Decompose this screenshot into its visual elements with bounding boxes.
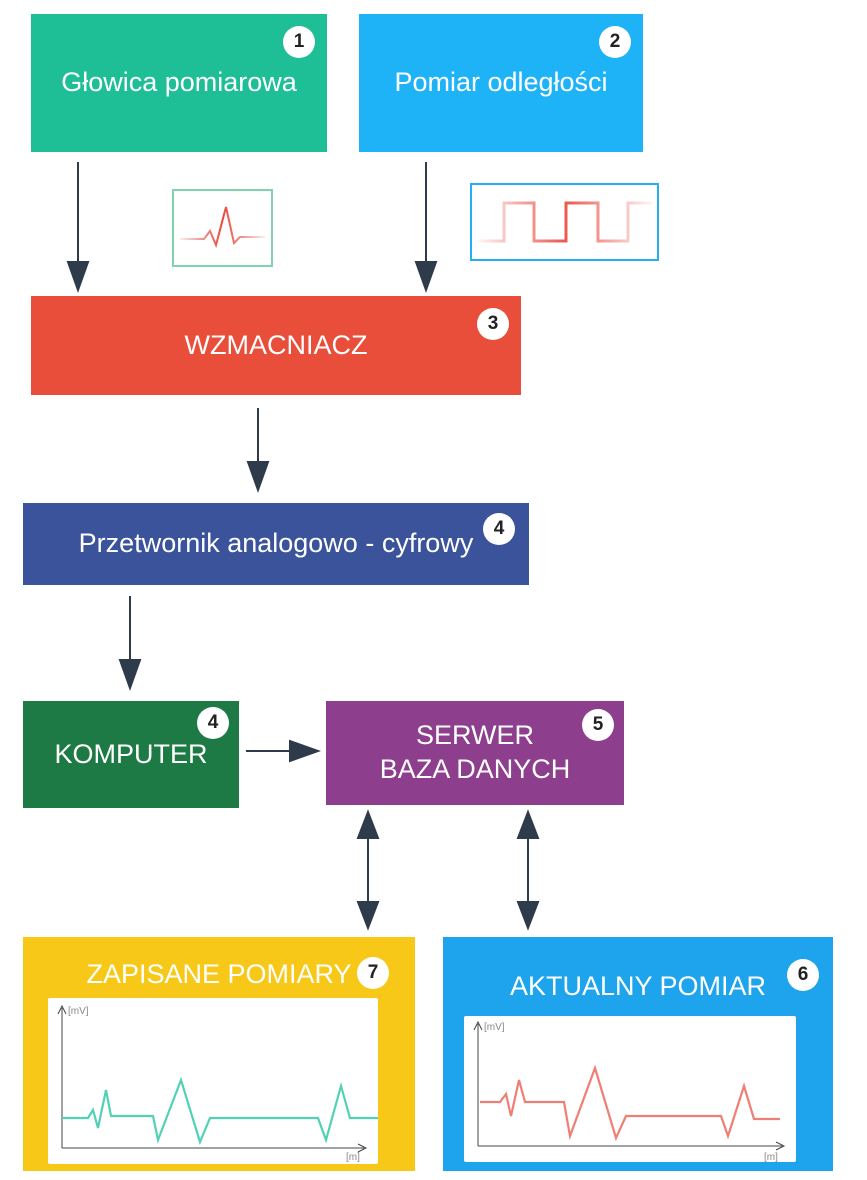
y-axis-arrow (473, 1020, 483, 1031)
saved-signal-line (62, 1076, 378, 1146)
number-badge: 5 (582, 709, 614, 741)
number-badge: 7 (357, 957, 389, 989)
arrow-2-to-3 (414, 162, 438, 293)
number-badge: 2 (599, 26, 631, 58)
number-badge: 3 (477, 308, 509, 340)
spike-signal-icon (180, 206, 265, 249)
x-axis-label: [m] (346, 1152, 360, 1163)
node-label-line2: BAZA DANYCH (379, 754, 571, 784)
square-signal-thumbnail (470, 183, 659, 261)
node-serwer-baza-danych: SERWER BAZA DANYCH 5 (326, 701, 624, 805)
saved-signal-plot: [mV] [m] (57, 1004, 378, 1163)
node-aktualny-pomiar: AKTUALNY POMIAR 6 [mV] [m] (443, 937, 833, 1171)
node-wzmacniacz: WZMACNIACZ 3 (31, 296, 521, 395)
node-label-line1: SERWER (415, 720, 534, 751)
node-label: SERWER BAZA DANYCH (380, 719, 571, 787)
arrow-komputer-to-serwer (246, 739, 321, 763)
node-glowica-pomiarowa: Głowica pomiarowa 1 (31, 14, 327, 152)
square-wave-icon (478, 201, 652, 243)
y-axis-label: [mV] (68, 1006, 89, 1017)
node-label: AKTUALNY POMIAR (509, 971, 767, 1001)
arrow-1-to-3 (66, 162, 90, 293)
node-label: WZMACNIACZ (184, 329, 368, 360)
number-badge: 4 (197, 707, 229, 739)
node-przetwornik: Przetwornik analogowo - cyfrowy 4 (23, 503, 529, 585)
x-axis-label: [m] (764, 1152, 778, 1162)
saved-signal-chart: [mV] [m] (48, 998, 378, 1164)
x-axis-arrow (775, 1141, 786, 1151)
node-label: Pomiar odległości (394, 67, 608, 98)
number-badge: 6 (787, 959, 819, 991)
node-zapisane-pomiary: ZAPISANE POMIARY 7 [mV] [m] (23, 937, 415, 1171)
current-signal-line (480, 1064, 780, 1142)
number-badge: 4 (483, 513, 515, 545)
arrow-serwer-aktualny (516, 809, 540, 931)
node-label: KOMPUTER (54, 738, 208, 769)
node-label: Głowica pomiarowa (61, 67, 297, 98)
node-komputer: KOMPUTER 4 (23, 701, 239, 808)
current-signal-chart: [mV] [m] (464, 1016, 796, 1162)
y-axis-arrow (57, 1004, 67, 1015)
arrow-4-to-komputer (118, 596, 142, 691)
number-badge: 1 (283, 26, 315, 58)
current-signal-plot: [mV] [m] (473, 1020, 786, 1162)
arrow-3-to-4 (246, 408, 270, 493)
node-pomiar-odleglosci: Pomiar odległości 2 (359, 14, 643, 152)
spike-signal-thumbnail (172, 189, 273, 267)
y-axis-label: [mV] (484, 1022, 505, 1033)
arrow-serwer-zapisane (356, 809, 380, 931)
node-label: Przetwornik analogowo - cyfrowy (78, 528, 474, 559)
node-label: ZAPISANE POMIARY (86, 959, 352, 989)
x-axis-arrow (357, 1143, 368, 1153)
